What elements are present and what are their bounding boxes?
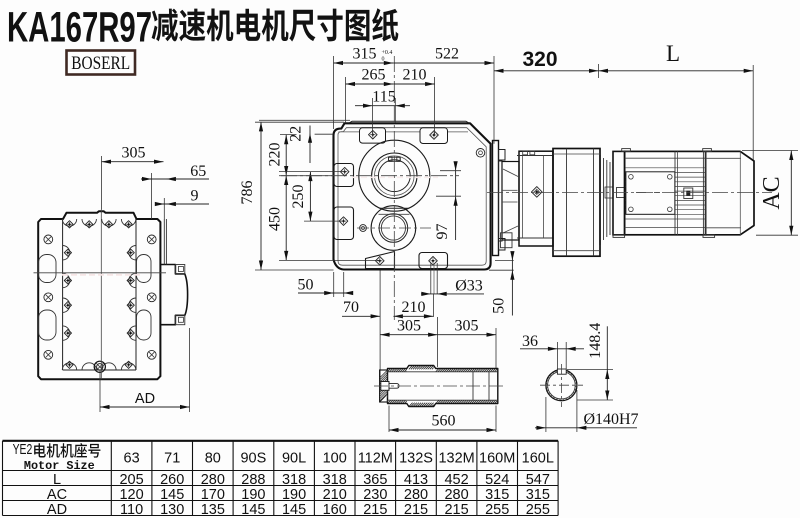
svg-text:320: 320: [522, 48, 557, 71]
svg-text:305: 305: [122, 144, 146, 161]
svg-text:97: 97: [434, 224, 451, 240]
svg-text:280: 280: [444, 487, 468, 503]
svg-text:145: 145: [282, 502, 306, 518]
svg-text:80: 80: [205, 450, 221, 466]
svg-text:365: 365: [363, 472, 387, 488]
svg-text:AD: AD: [135, 391, 155, 407]
svg-text:315: 315: [526, 487, 550, 503]
svg-text:450: 450: [267, 207, 284, 231]
svg-text:Ø140H7: Ø140H7: [583, 411, 638, 428]
svg-text:90S: 90S: [240, 450, 266, 466]
svg-text:112M: 112M: [358, 450, 393, 466]
svg-text:452: 452: [444, 472, 468, 488]
svg-text:130: 130: [160, 502, 184, 518]
svg-text:100: 100: [323, 450, 347, 466]
svg-text:148.4: 148.4: [587, 323, 604, 359]
svg-text:Ø33: Ø33: [455, 277, 483, 294]
svg-text:210: 210: [403, 67, 427, 84]
svg-text:145: 145: [241, 502, 265, 518]
svg-text:AD: AD: [47, 502, 67, 518]
svg-text:315: 315: [353, 46, 377, 63]
svg-text:160L: 160L: [522, 450, 554, 466]
svg-text:36: 36: [522, 333, 538, 350]
svg-text:305: 305: [455, 317, 479, 334]
svg-text:9: 9: [191, 188, 199, 205]
svg-text:260: 260: [160, 472, 184, 488]
svg-text:132M: 132M: [438, 450, 474, 466]
svg-text:318: 318: [323, 472, 347, 488]
svg-text:250: 250: [290, 185, 307, 209]
svg-text:132S: 132S: [399, 450, 433, 466]
svg-text:522: 522: [435, 46, 459, 63]
svg-text:65: 65: [190, 163, 206, 180]
svg-text:AC: AC: [759, 176, 785, 209]
svg-text:524: 524: [485, 472, 509, 488]
svg-text:AC: AC: [47, 487, 67, 503]
svg-text:115: 115: [372, 88, 395, 105]
svg-text:160: 160: [323, 502, 347, 518]
svg-text:YE2: YE2: [13, 442, 33, 458]
svg-text:50: 50: [298, 277, 314, 294]
svg-text:280: 280: [404, 487, 428, 503]
svg-text:22: 22: [288, 126, 305, 142]
svg-text:135: 135: [201, 502, 225, 518]
svg-text:220: 220: [267, 143, 284, 167]
svg-text:547: 547: [526, 472, 550, 488]
svg-text:90L: 90L: [282, 450, 306, 466]
svg-text:215: 215: [444, 502, 468, 518]
svg-text:KA167R97: KA167R97: [7, 3, 152, 51]
svg-text:110: 110: [120, 502, 143, 518]
svg-text:70: 70: [343, 299, 359, 316]
svg-text:413: 413: [404, 472, 428, 488]
svg-text:318: 318: [282, 472, 306, 488]
svg-text:L: L: [53, 472, 61, 488]
svg-text:L: L: [666, 41, 680, 66]
svg-text:160M: 160M: [479, 450, 515, 466]
svg-text:560: 560: [432, 413, 456, 430]
svg-text:190: 190: [241, 487, 265, 503]
svg-text:288: 288: [241, 472, 265, 488]
svg-text:0: 0: [382, 57, 385, 63]
svg-text:+0.4: +0.4: [382, 50, 393, 56]
svg-text:215: 215: [363, 502, 387, 518]
svg-text:210: 210: [402, 299, 426, 316]
svg-text:255: 255: [526, 502, 550, 518]
svg-text:255: 255: [485, 502, 509, 518]
svg-text:215: 215: [404, 502, 428, 518]
svg-text:145: 145: [160, 487, 184, 503]
svg-text:BOSERL: BOSERL: [71, 53, 130, 74]
svg-text:Motor Size: Motor Size: [24, 459, 95, 473]
svg-text:305: 305: [397, 317, 421, 334]
svg-text:120: 120: [119, 487, 143, 503]
svg-text:190: 190: [282, 487, 306, 503]
svg-text:265: 265: [362, 67, 386, 84]
svg-text:63: 63: [124, 450, 140, 466]
svg-text:210: 210: [323, 487, 347, 503]
svg-text:315: 315: [485, 487, 509, 503]
svg-text:170: 170: [201, 487, 225, 503]
svg-text:280: 280: [201, 472, 225, 488]
svg-text:205: 205: [119, 472, 143, 488]
svg-text:786: 786: [239, 181, 256, 205]
svg-text:71: 71: [164, 450, 180, 466]
svg-text:50: 50: [490, 298, 507, 314]
svg-text:230: 230: [363, 487, 387, 503]
